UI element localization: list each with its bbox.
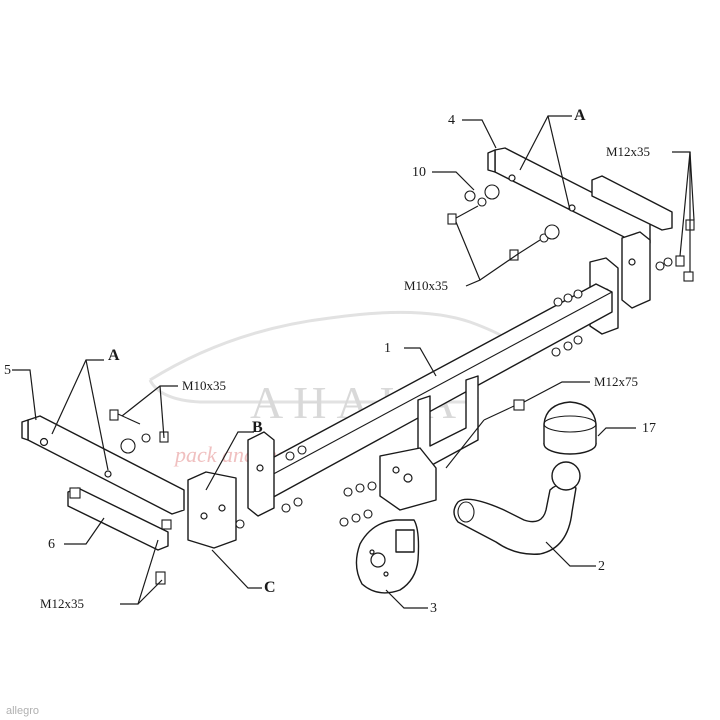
part-5-left-bracket: [21, 415, 185, 515]
spec-m12x35-right: M12x35: [606, 144, 650, 159]
part-6-strip-plate: [67, 487, 169, 551]
callout-c: C: [264, 579, 276, 596]
callout-2: 2: [598, 559, 605, 574]
part-17-ball-cap: [543, 401, 597, 455]
fasteners: [109, 184, 695, 585]
part-4-right-bracket: [487, 147, 651, 246]
callout-4: 4: [448, 113, 455, 128]
callout-5: 5: [4, 363, 11, 378]
spec-m10x35-left: M10x35: [182, 378, 226, 393]
callout-6: 6: [48, 537, 55, 552]
spec-m12x75: M12x75: [594, 374, 638, 389]
part-2-tow-ball: [453, 461, 581, 555]
spec-m10x35-right: M10x35: [404, 278, 448, 293]
source-watermark: allegro: [6, 705, 39, 717]
spec-m12x35-left: M12x35: [40, 596, 84, 611]
part-3-socket-plate: [355, 519, 420, 594]
callout-a-left: A: [108, 347, 120, 364]
callout-10: 10: [412, 165, 426, 180]
right-strip-plate: [591, 175, 673, 231]
left-side-bracket: [187, 431, 275, 549]
callout-3: 3: [430, 601, 437, 616]
center-hitch-mount: [379, 375, 479, 511]
callout-b: B: [252, 419, 263, 436]
callout-labels: 4 A 10 M12x35 M10x35 1 M12x75 17 2 3 5 A…: [4, 107, 656, 616]
callout-1: 1: [384, 341, 391, 356]
callout-17: 17: [642, 421, 656, 436]
leader-lines: [12, 115, 695, 609]
callout-a-right: A: [574, 107, 586, 124]
